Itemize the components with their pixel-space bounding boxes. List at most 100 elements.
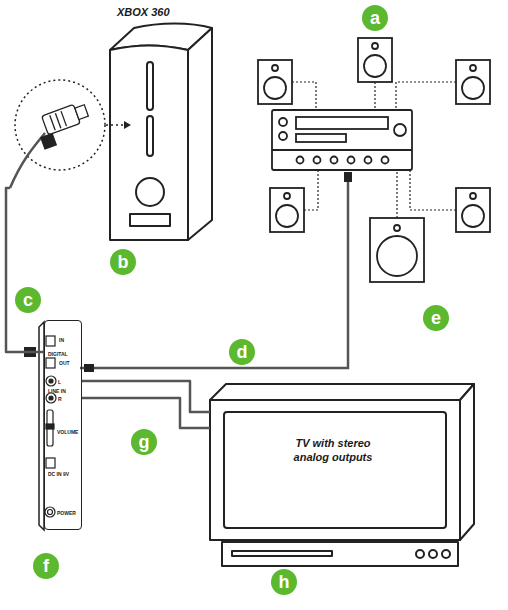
port-label: L [58, 379, 61, 385]
speakers-part [272, 65, 278, 71]
cable [82, 398, 210, 428]
optical-cable-part [84, 364, 94, 372]
port-label: DC IN 9V [48, 471, 69, 477]
av-receiver-part [297, 157, 304, 164]
av-receiver-part [394, 124, 406, 136]
speaker-wires-part [304, 170, 318, 210]
speakers-part [470, 65, 476, 71]
port-label: OUT [59, 360, 70, 366]
speaker-wires-part [292, 82, 316, 110]
callout-letter: e [423, 305, 449, 331]
adapter-ports-part [46, 358, 55, 368]
speakers-part [377, 236, 417, 276]
speaker-wires-part [410, 170, 456, 210]
optical-cable-part [344, 172, 352, 182]
speaker-wires-part [396, 170, 397, 218]
plug-detail-part [106, 124, 124, 126]
speakers-part [370, 218, 424, 282]
av-receiver-part [296, 117, 388, 129]
plug-detail-part-part [55, 113, 60, 128]
tv-box: TV with stereo analog outputs [210, 384, 474, 540]
xbox-console-part [147, 116, 153, 156]
speakers-part [462, 205, 484, 227]
av-receiver-part [365, 157, 372, 164]
console-box: XBOX 360 [10, 0, 220, 245]
av-receiver-part [279, 132, 287, 140]
adapter-ports-part [46, 393, 56, 403]
cable-plug [24, 347, 36, 357]
television-part [224, 412, 446, 528]
av-receiver-part [314, 157, 321, 164]
plug-detail-part-part [75, 105, 89, 120]
television-part [429, 550, 437, 558]
callout-letter: g [131, 429, 157, 455]
plug-detail-part [10, 133, 45, 188]
callout-letter: c [15, 287, 41, 313]
callout-letter: f [33, 553, 59, 579]
cable [82, 381, 210, 412]
screen-caption: TV with stereo analog outputs [283, 436, 383, 464]
speakers-part [456, 60, 490, 104]
adapter-ports-part [46, 376, 56, 386]
plug-detail-part-part [61, 111, 66, 126]
adapter-ports-part [46, 424, 54, 429]
speakers-part [358, 38, 392, 82]
plug-detail-part [124, 121, 131, 129]
console-name: XBOX 360 [117, 6, 170, 19]
adapter-ports-part [49, 396, 53, 400]
plug-detail-part-part [41, 134, 56, 149]
speakers-part [462, 77, 484, 99]
adapter-ports-part [49, 379, 53, 383]
callout-letter: a [362, 5, 388, 31]
television-part [232, 551, 332, 556]
optical-cable [80, 172, 352, 372]
speakers-part [276, 205, 298, 227]
television [210, 384, 474, 566]
av-receiver-part [279, 118, 287, 126]
av-receiver-part [348, 157, 355, 164]
av-receiver-part [272, 110, 412, 170]
cable-plug-part [24, 347, 36, 357]
adapter-ports-part [46, 336, 55, 346]
xbox-console-part [130, 214, 170, 226]
adapter-ports-part [46, 458, 55, 468]
speakers-part [270, 188, 304, 232]
speakers-part [456, 188, 490, 232]
port-label: VOLUME [57, 429, 78, 435]
xbox-console [110, 24, 212, 241]
callout-letter: d [229, 339, 255, 365]
xbox-console-part [110, 46, 188, 241]
callout-letter: b [110, 249, 136, 275]
av-receiver-part [296, 134, 346, 142]
xbox-console-part [188, 28, 212, 240]
speakers-part [470, 193, 476, 199]
xbox-console-part [147, 62, 153, 110]
adapter-ports [45, 336, 56, 517]
optical-cable-part [80, 176, 348, 368]
adapter-ports-part [45, 507, 55, 517]
av-receiver-part [382, 157, 389, 164]
av-receiver-part [331, 157, 338, 164]
plug-detail-part [15, 80, 105, 170]
av-receiver [272, 110, 412, 170]
speaker-wires-part [396, 82, 456, 110]
av-receiver-part [272, 149, 412, 151]
speakers [258, 38, 490, 282]
speakers-part [372, 43, 378, 49]
speakers-part [264, 77, 286, 99]
speaker-wires-part [374, 82, 375, 110]
callout-letter: h [271, 569, 297, 595]
television-part [210, 400, 460, 540]
plug-detail [10, 80, 131, 188]
port-label: POWER [57, 510, 76, 516]
speakers-part [364, 55, 386, 77]
cable [6, 188, 44, 352]
television-part [460, 384, 474, 540]
plug-detail-part-part [50, 115, 55, 130]
port-label: LINE IN [48, 388, 66, 394]
port-label: R [58, 396, 62, 402]
television-part [210, 384, 474, 400]
speakers-part [394, 225, 400, 231]
adapter-box: INDIGITALOUTLLINE INRVOLUMEDC IN 9VPOWER [44, 320, 82, 530]
